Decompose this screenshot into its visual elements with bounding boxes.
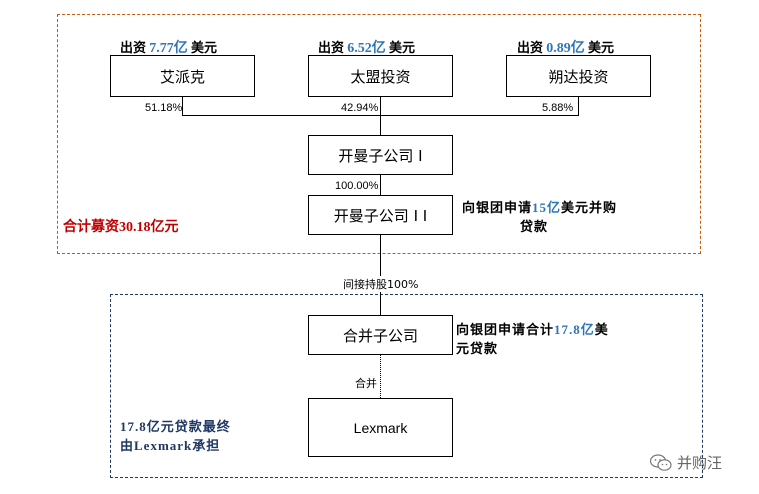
investor-box-pag: 太盟投资 — [308, 55, 453, 97]
investor-box-shuoda: 朔达投资 — [506, 55, 651, 97]
investor-1-funding: 出资 7.77亿 美元 — [120, 40, 218, 56]
total-raise-note: 合计募资30.18亿元 — [63, 220, 179, 235]
investor-3-funding: 出资 0.89亿 美元 — [517, 40, 615, 56]
investor-2-funding: 出资 6.52亿 美元 — [318, 40, 416, 56]
cayman-sub-2-box: 开曼子公司 I I — [308, 195, 453, 235]
merge-label: 合并 — [355, 375, 377, 391]
connector-merge — [380, 355, 381, 398]
share-shuoda: 5.88% — [542, 102, 574, 114]
loan-bearer-note: 17.8亿元贷款最终 由Lexmark承担 — [120, 419, 231, 453]
cayman-sub-1-box: 开曼子公司 I — [308, 135, 453, 175]
wechat-icon — [650, 453, 672, 471]
connector-sub2-merger — [380, 235, 381, 315]
share-apex: 51.18% — [145, 102, 183, 114]
merger-sub-box: 合并子公司 — [308, 315, 453, 355]
connector-pag — [380, 97, 381, 135]
indirect-holding-label: 间接持股100% — [342, 276, 420, 292]
share-pag: 42.94% — [341, 102, 379, 114]
watermark: 并购汪 — [650, 452, 722, 473]
connector-shuoda — [578, 97, 579, 115]
connector-sub1-sub2 — [380, 175, 381, 195]
loan-note-1: 向银团申请15亿美元并购 贷款 — [462, 200, 618, 234]
watermark-text: 并购汪 — [677, 454, 723, 472]
investor-box-apex: 艾派克 — [110, 55, 255, 97]
sub1-share: 100.00% — [335, 180, 379, 192]
lexmark-box: Lexmark — [308, 398, 453, 457]
top-group-frame — [57, 14, 701, 254]
connector-apex — [182, 97, 183, 115]
loan-note-2: 向银团申请合计17.8亿美 元贷款 — [456, 322, 609, 356]
bottom-group-frame — [110, 294, 703, 478]
connector-horizontal — [182, 115, 579, 116]
